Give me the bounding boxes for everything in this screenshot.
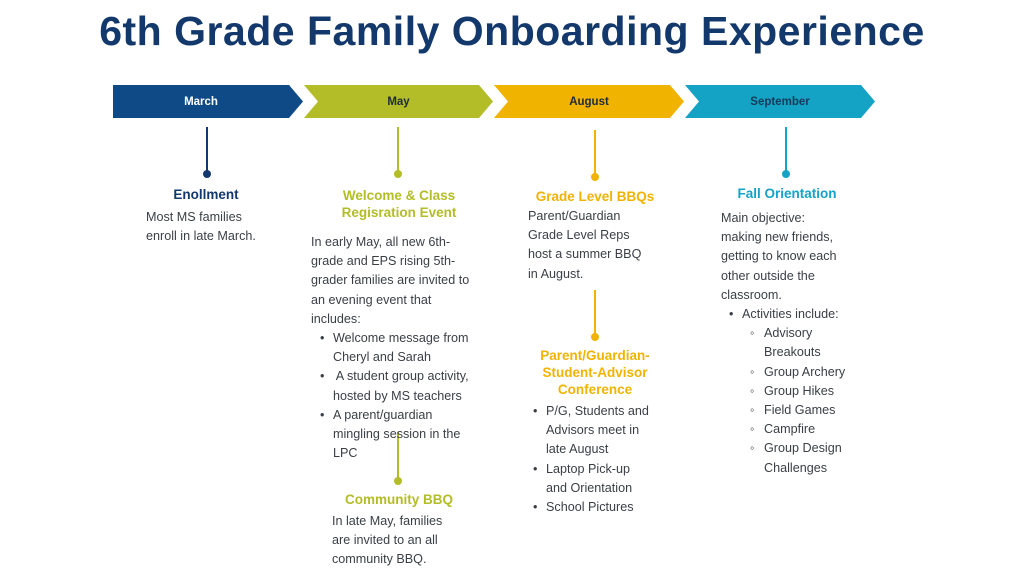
connector-line-march [206,127,208,174]
month-label-august: August [569,95,609,108]
list-item-line: Advisors meet in [546,423,640,438]
fall-orientation-bullets: Activities include: Advisory Breakouts G… [728,305,898,478]
connector-dot-september [782,170,790,178]
conference-bullets: P/G, Students and Advisors meet in late … [532,402,682,517]
enrollment-text-line: enroll in late March. [146,229,256,244]
activity-item: Group Hikes [742,382,898,401]
fall-orientation-line: classroom. [721,287,782,302]
welcome-event-heading: Welcome & Class Regisration Event [318,187,480,221]
activity-line: Field Games [764,403,836,418]
list-item: A student group activity, hosted by MS t… [319,367,509,405]
grade-level-bbq-line: Grade Level Reps [528,228,630,243]
community-bbq-text: In late May, families are invited to an … [332,512,482,570]
list-item-line: Activities include: [742,307,839,321]
list-item: School Pictures [532,498,682,517]
conference-heading: Parent/Guardian- Student-Advisor Confere… [520,347,670,398]
connector-dot-march [203,170,211,178]
list-item-line: A student group activity, [333,369,469,384]
list-item-line: P/G, Students and [546,404,649,418]
list-item-line: A parent/guardian [333,407,433,422]
grade-level-bbq-line: Parent/Guardian [528,209,621,223]
list-item-line: Laptop Pick-up [546,461,631,476]
welcome-event-heading-line: Welcome & Class [342,188,456,203]
list-item: A parent/guardian mingling session in th… [319,406,509,464]
fall-orientation-line: Main objective: [721,211,805,225]
conference-heading-line: Student-Advisor [542,365,648,380]
grade-level-bbq-heading: Grade Level BBQs [535,189,655,204]
connector-line-conference [594,290,596,338]
welcome-intro-line: includes: [311,311,361,326]
conference-heading-line: Parent/Guardian- [540,348,650,363]
activity-item: Advisory Breakouts [742,324,898,362]
list-item: Activities include: Advisory Breakouts G… [728,305,898,478]
activity-line: Campfire [764,422,816,437]
activity-line: Group Design [764,441,842,456]
connector-line-august [594,130,596,177]
welcome-intro-line: In early May, all new 6th- [311,235,451,249]
timeline-arrow-september: September [685,85,875,118]
list-item-line: Welcome message from [333,331,469,345]
list-item-line: School Pictures [546,500,634,515]
community-bbq-heading: Community BBQ [345,492,453,507]
activities-list: Advisory Breakouts Group Archery Group H… [742,324,898,478]
page-title: 6th Grade Family Onboarding Experience [99,8,925,54]
list-item-line: late August [546,442,609,457]
community-bbq-line: In late May, families [332,514,443,528]
month-label-september: September [750,95,810,108]
list-item-line: Cheryl and Sarah [333,350,432,365]
activity-line: Advisory [764,326,813,341]
welcome-intro-line: an evening event that [311,292,432,307]
welcome-intro-line: grade and EPS rising 5th- [311,254,456,269]
connector-dot-august [591,173,599,181]
enrollment-text-line: Most MS families [146,210,242,224]
activity-line: Group Hikes [764,383,834,398]
timeline-arrow-may: May [304,85,493,118]
community-bbq-line: community BBQ. [332,552,427,567]
grade-level-bbq-line: in August. [528,266,584,281]
grade-level-bbq-text: Parent/Guardian Grade Level Reps host a … [528,207,678,284]
welcome-event-intro: In early May, all new 6th- grade and EPS… [311,233,506,329]
timeline-arrow-august: August [494,85,684,118]
activity-item: Group Archery [742,363,898,382]
enrollment-text: Most MS families enroll in late March. [146,208,286,246]
timeline-arrow-march: March [113,85,303,118]
fall-orientation-line: making new friends, [721,230,833,245]
conference-heading-line: Conference [557,382,633,397]
activity-item: Group Design Challenges [742,439,898,477]
welcome-event-bullets: Welcome message from Cheryl and Sarah A … [319,329,509,463]
activity-item: Field Games [742,401,898,420]
activity-line: Group Archery [764,364,846,379]
welcome-intro-line: grader families are invited to [311,273,470,288]
activity-item: Campfire [742,420,898,439]
connector-line-september [785,127,787,174]
welcome-event-heading-line: Regisration Event [341,205,457,220]
connector-dot-community [394,477,402,485]
connector-line-may [397,127,399,174]
fall-orientation-line: getting to know each [721,249,837,264]
fall-orientation-line: other outside the [721,268,815,283]
connector-dot-conference [591,333,599,341]
enrollment-heading: Enollment [173,187,239,202]
activity-line: Breakouts [764,345,821,360]
list-item: P/G, Students and Advisors meet in late … [532,402,682,460]
fall-orientation-heading: Fall Orientation [737,186,837,201]
list-item: Laptop Pick-up and Orientation [532,460,682,498]
month-label-march: March [184,95,218,108]
list-item-line: hosted by MS teachers [333,388,462,403]
list-item-line: LPC [333,446,358,461]
connector-dot-may [394,170,402,178]
community-bbq-line: are invited to an all [332,533,438,548]
list-item-line: mingling session in the [333,427,461,442]
fall-orientation-text: Main objective: making new friends, gett… [721,209,881,305]
list-item: Welcome message from Cheryl and Sarah [319,329,509,367]
month-label-may: May [387,95,410,108]
activity-line: Challenges [764,460,828,475]
list-item-line: and Orientation [546,480,633,495]
grade-level-bbq-line: host a summer BBQ [528,247,642,262]
